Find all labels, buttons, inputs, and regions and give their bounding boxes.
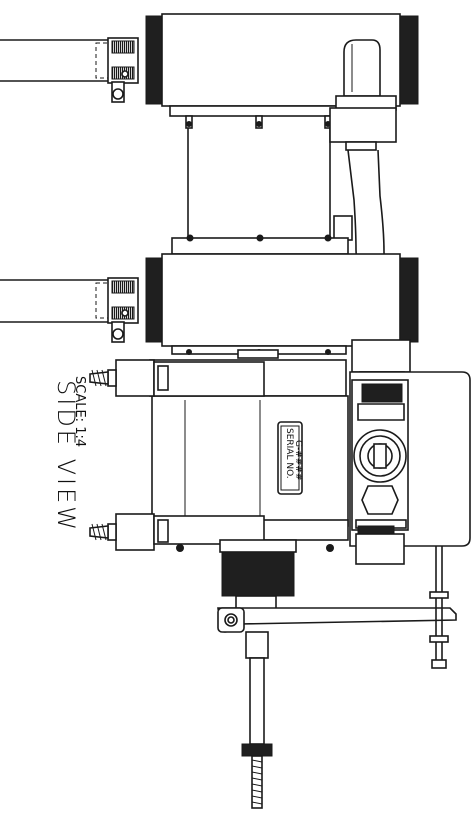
tie-rods bbox=[187, 128, 331, 238]
mounting-arm bbox=[217, 607, 457, 633]
serial-plate-label: SERIAL NO. bbox=[284, 428, 294, 479]
lower-cylinder bbox=[145, 234, 419, 359]
elbow-fitting bbox=[329, 39, 397, 151]
bottom-adjustment-screw bbox=[241, 631, 273, 809]
upper-hose-clamp bbox=[95, 37, 139, 103]
lower-hose-clamp bbox=[95, 277, 139, 343]
serial-plate-code: G-#### bbox=[293, 440, 303, 480]
adjustment-knob bbox=[219, 539, 297, 611]
view-title: SIDE VIEW bbox=[52, 380, 80, 533]
upper-mounting-bracket bbox=[89, 359, 265, 397]
right-threaded-rod bbox=[429, 546, 449, 669]
serial-number-plate: SERIAL NO. G-#### bbox=[277, 421, 303, 495]
scale-label: SCALE: 1:4 bbox=[72, 376, 87, 447]
valve-housing bbox=[349, 371, 471, 565]
lower-hose bbox=[0, 279, 112, 323]
upper-hose bbox=[0, 39, 112, 82]
